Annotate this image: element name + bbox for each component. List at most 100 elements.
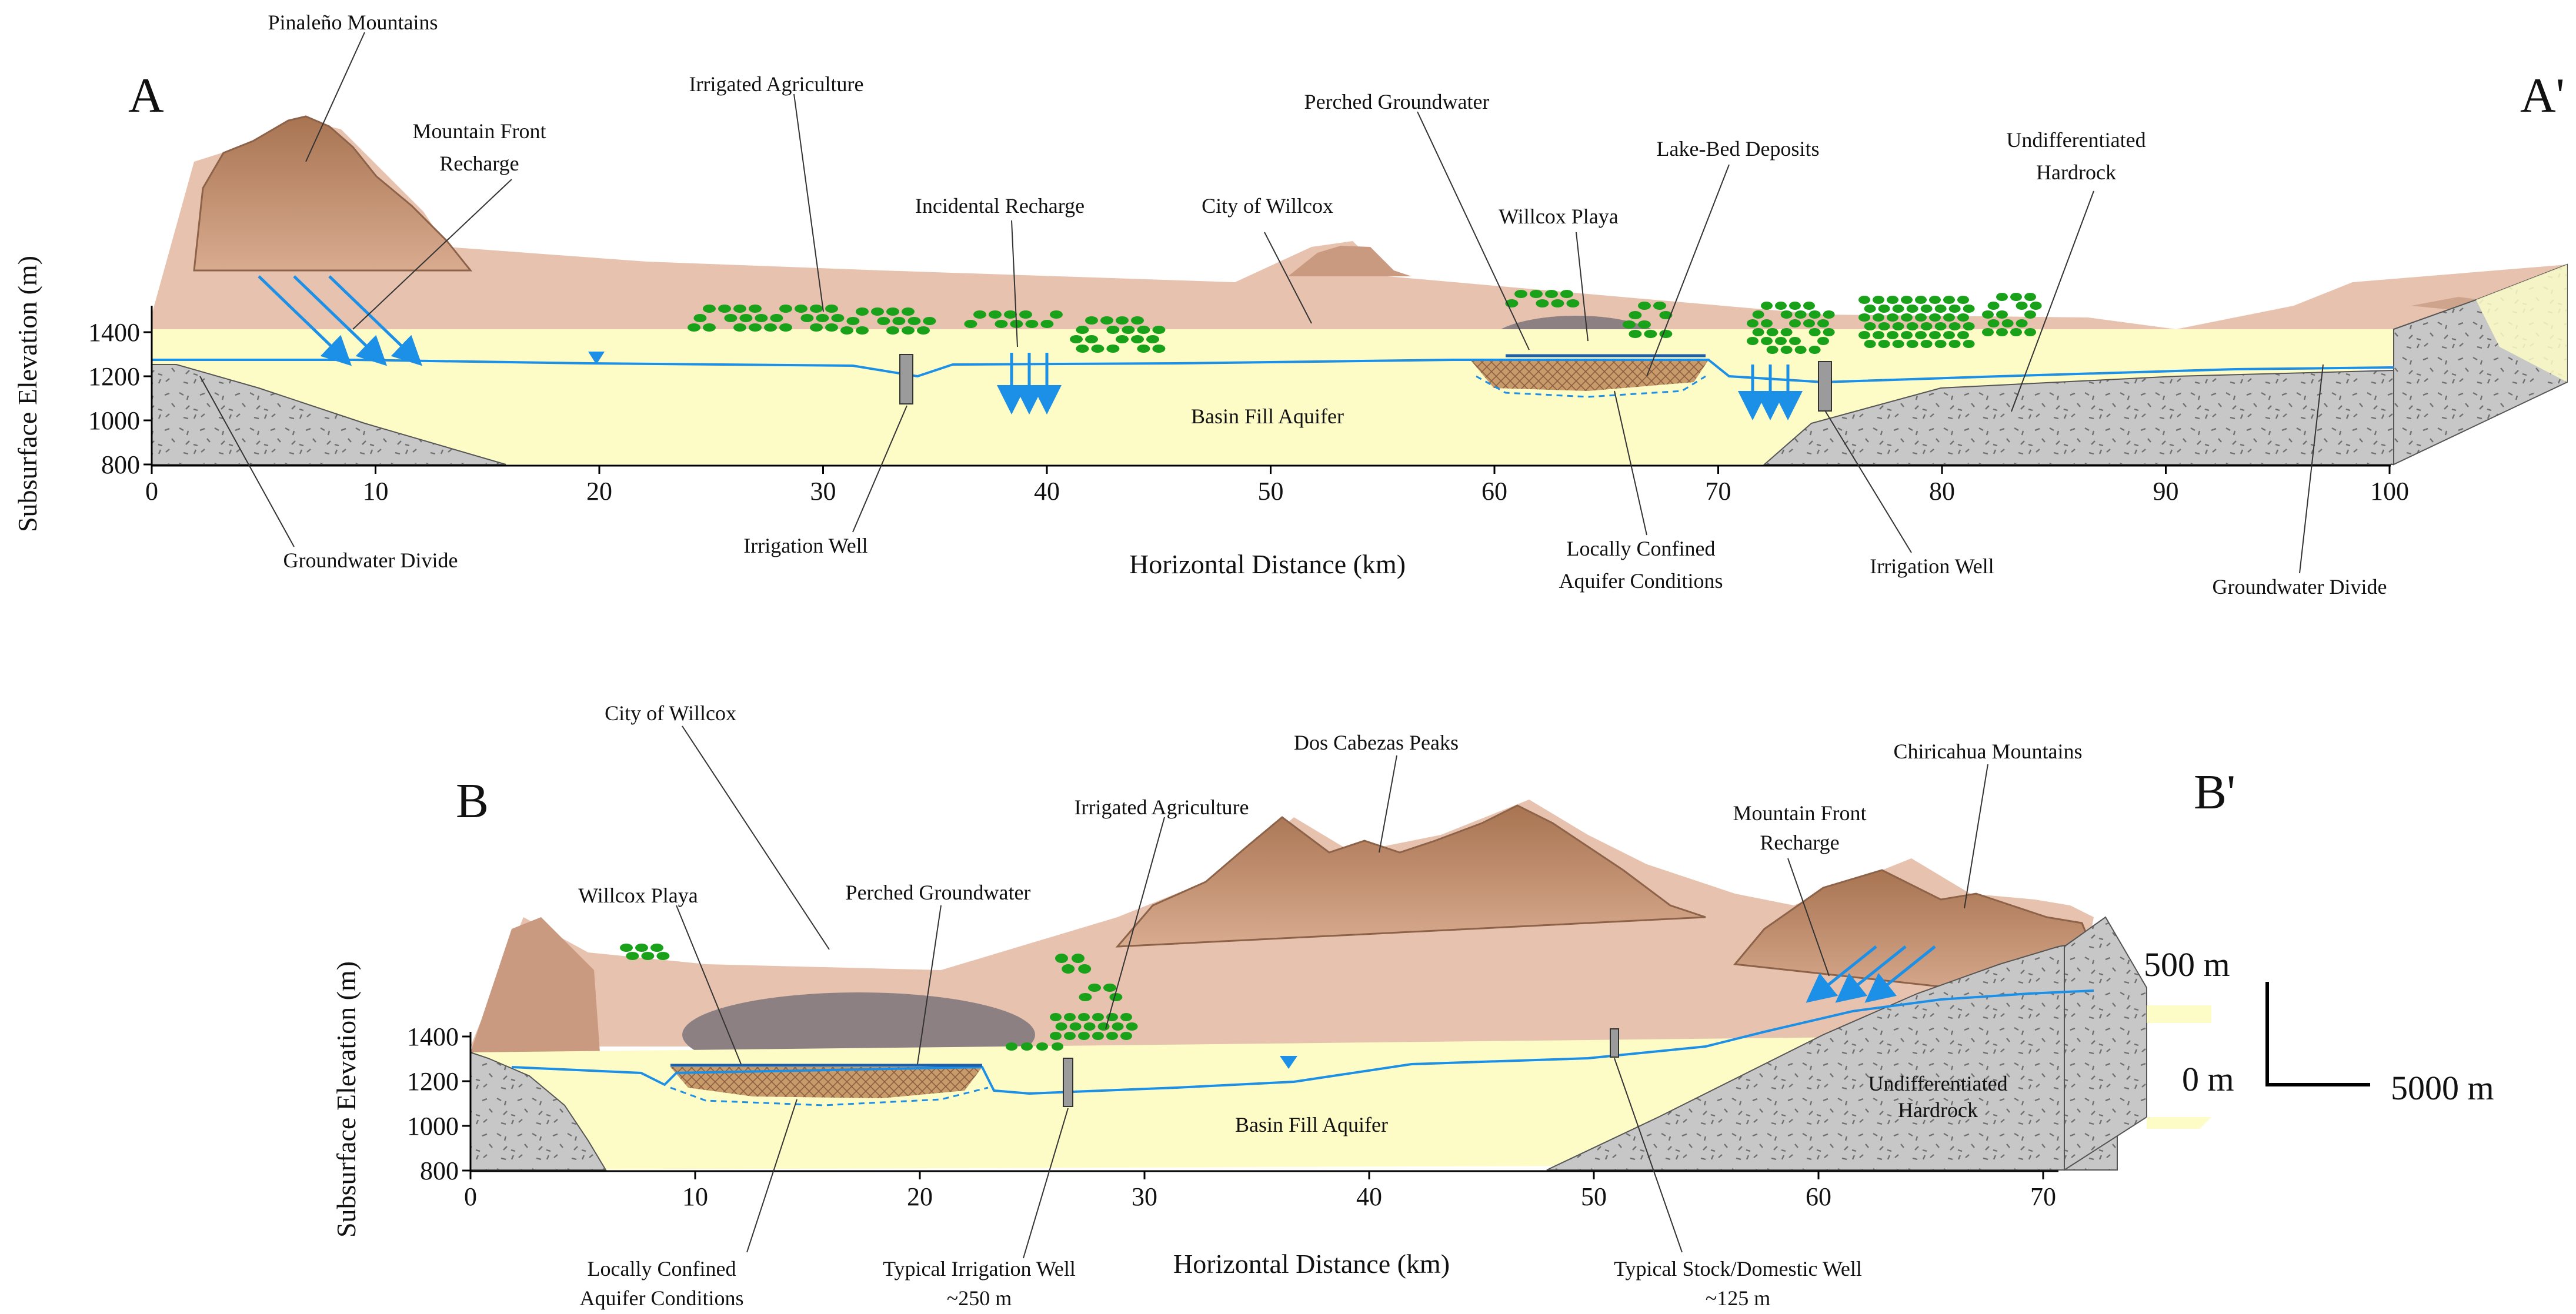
agriculture-field <box>1638 302 1651 310</box>
agriculture-field <box>1892 305 1904 313</box>
section-a-incidental-recharge-arrows <box>997 353 1803 420</box>
section-a-y-tick-label: 1400 <box>88 318 140 347</box>
agriculture-field <box>1789 302 1801 310</box>
agriculture-field <box>1780 328 1793 336</box>
agriculture-field <box>902 326 915 335</box>
section-a-x-tick-label: 0 <box>145 477 158 506</box>
agriculture-field <box>1514 290 1527 298</box>
agriculture-field <box>1064 1032 1076 1040</box>
agriculture-field <box>973 310 986 319</box>
section-b-water-table <box>511 989 2094 1095</box>
section-b-x-tick-label: 40 <box>1356 1182 1382 1211</box>
callout-perched-groundwater: Perched Groundwater <box>1304 90 1490 113</box>
callout-mountain-front-recharge-line2: Recharge <box>439 152 519 175</box>
agriculture-field <box>1050 1032 1062 1040</box>
agriculture-field <box>1823 310 1835 319</box>
agriculture-field <box>917 326 930 335</box>
callout-b-confined-line1: Locally Confined <box>588 1257 736 1280</box>
callout-b-irrigated-agriculture: Irrigated Agriculture <box>1075 795 1249 819</box>
agriculture-field <box>2024 328 2036 336</box>
agriculture-field <box>1085 316 1098 325</box>
agriculture-field <box>2001 319 2014 327</box>
section-b-aquifer-label: Basin Fill Aquifer <box>1235 1113 1388 1136</box>
agriculture-field <box>1623 320 1636 329</box>
agriculture-field <box>1152 326 1166 334</box>
agriculture-field <box>1996 310 2008 319</box>
section-b-callout-labels: City of Willcox Dos Cabezas Peaks Chiric… <box>578 701 2082 1310</box>
agriculture-field <box>1803 319 1815 327</box>
agriculture-field <box>718 305 731 313</box>
agriculture-field <box>1085 335 1098 343</box>
agriculture-field <box>733 305 746 313</box>
section-a-water-table <box>152 359 2394 384</box>
agriculture-field <box>1052 1042 1063 1051</box>
agriculture-field <box>733 323 746 332</box>
section-b-x-tick-label: 70 <box>2030 1182 2056 1211</box>
callout-incidental-recharge: Incidental Recharge <box>915 194 1085 218</box>
callout-groundwater-divide-left: Groundwater Divide <box>283 549 458 572</box>
section-b-x-tick-label: 60 <box>1806 1182 1831 1211</box>
agriculture-field <box>1878 305 1890 313</box>
agriculture-field <box>2016 319 2028 327</box>
agriculture-field <box>1892 340 1904 348</box>
section-b-water-table-symbol <box>1280 1056 1297 1069</box>
agriculture-field <box>1078 964 1092 974</box>
agriculture-field <box>1146 335 1159 343</box>
agriculture-field <box>1131 316 1144 325</box>
section-a-x-tick-label: 90 <box>2153 477 2179 506</box>
agriculture-field <box>1747 319 1759 327</box>
section-a-callout-labels: Pinaleño Mountains Mountain Front Rechar… <box>268 11 2387 599</box>
agriculture-field <box>840 326 853 335</box>
callout-city-of-willcox: City of Willcox <box>1202 194 1333 218</box>
agriculture-field <box>1638 320 1651 329</box>
agriculture-field <box>1963 322 1975 330</box>
section-a-x-tick-label: 80 <box>1929 477 1955 506</box>
agriculture-field <box>2024 310 2036 319</box>
agriculture-field <box>1943 296 1955 304</box>
agriculture-field <box>1878 322 1890 330</box>
agriculture-field <box>1858 313 1870 322</box>
agriculture-field <box>1864 322 1876 330</box>
agriculture-field <box>1948 305 1961 313</box>
agriculture-field <box>1120 1032 1132 1040</box>
section-a-x-tick-label: 60 <box>1481 477 1507 506</box>
agriculture-field <box>1934 340 1947 348</box>
agriculture-field <box>1091 345 1105 353</box>
agriculture-field <box>1808 328 1821 336</box>
section-a-lake-bed-deposits <box>1470 360 1709 391</box>
agriculture-field <box>1536 299 1549 307</box>
callout-confined-line2: Aquifer Conditions <box>1559 569 1723 593</box>
section-b-stock-domestic-well <box>1610 1028 1619 1058</box>
section-b-x-tick-label: 10 <box>682 1182 708 1211</box>
agriculture-field <box>1887 296 1898 304</box>
agriculture-field <box>795 305 807 313</box>
agriculture-field <box>1901 331 1913 339</box>
agriculture-field <box>1808 310 1821 319</box>
agriculture-field <box>1823 328 1835 336</box>
section-b-confined-dashed-line <box>670 1086 989 1106</box>
agriculture-field <box>1116 316 1129 325</box>
agriculture-field <box>1112 1022 1124 1031</box>
agriculture-field <box>1789 337 1801 345</box>
agriculture-field <box>1906 305 1918 313</box>
callout-hardrock-line1: Undifferentiated <box>2006 128 2145 152</box>
agriculture-field <box>1982 310 1994 319</box>
agriculture-field <box>1887 313 1898 322</box>
scale-bar: 500 m 0 m 5000 m <box>2144 945 2494 1107</box>
callout-irrigation-well-right: Irrigation Well <box>1870 554 1994 578</box>
callout-b-dos-cabezas-peaks: Dos Cabezas Peaks <box>1294 731 1459 754</box>
agriculture-field <box>749 305 762 313</box>
agriculture-field <box>1131 335 1144 343</box>
section-a-x-tick-label: 20 <box>586 477 612 506</box>
agriculture-field <box>1803 302 1815 310</box>
agriculture-field <box>1766 346 1778 354</box>
section-b-end-block <box>2064 916 2147 1171</box>
section-b-callouts <box>676 725 1988 1259</box>
agriculture-field <box>1019 310 1032 319</box>
agriculture-field <box>1747 337 1759 345</box>
agriculture-field <box>1109 993 1123 1001</box>
agriculture-field <box>749 323 762 332</box>
agriculture-field <box>1987 319 2000 327</box>
agriculture-field <box>620 944 633 952</box>
